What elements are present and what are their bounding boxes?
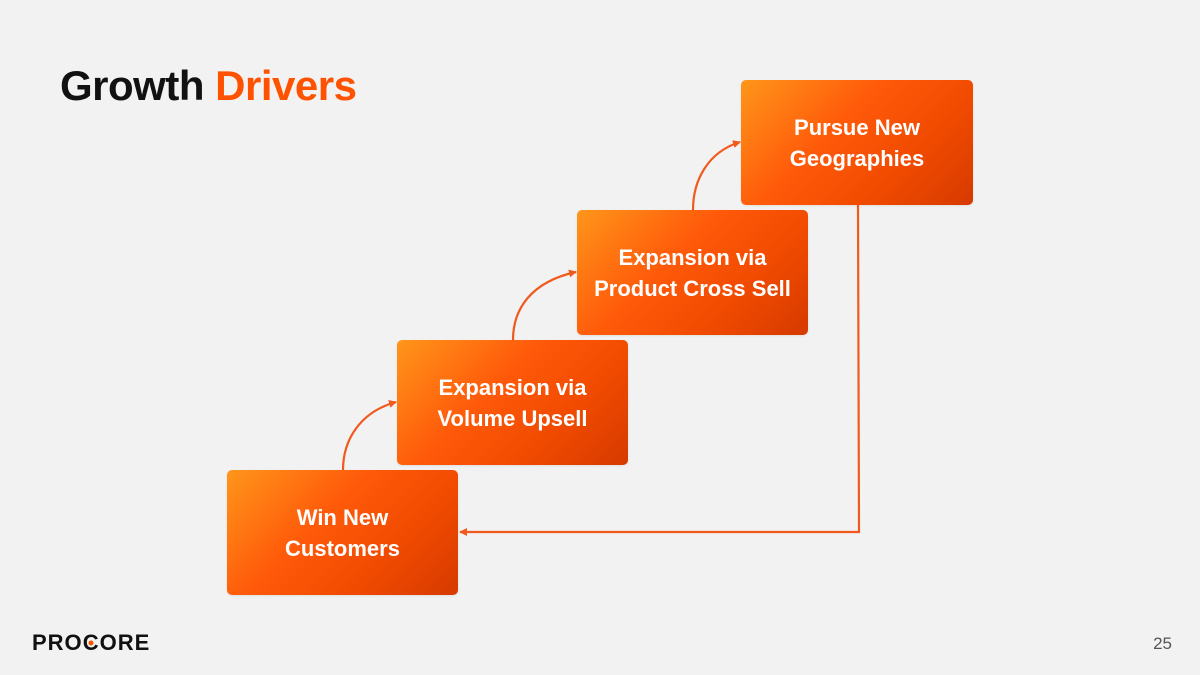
arrow-step3-to-step4 <box>691 140 741 211</box>
title-part-growth: Growth <box>60 62 204 109</box>
step-box-new-geographies: Pursue New Geographies <box>741 80 973 205</box>
step-box-volume-upsell: Expansion via Volume Upsell <box>397 340 628 465</box>
logo-dot-letter: C <box>83 630 100 656</box>
step-box-product-cross-sell: Expansion via Product Cross Sell <box>577 210 808 335</box>
logo-text-part: ORE <box>99 630 151 655</box>
procore-logo: PROCORE <box>32 630 150 656</box>
step-label-line2: Product Cross Sell <box>594 275 791 301</box>
step-label-line2: Geographies <box>789 145 925 171</box>
step-label-line1: Expansion via <box>618 244 767 270</box>
arrow-step1-to-step2 <box>341 400 397 471</box>
logo-dot-icon <box>88 640 94 646</box>
logo-text-part: PRO <box>32 630 83 655</box>
page-title: Growth Drivers <box>60 58 357 114</box>
page-number: 25 <box>1153 634 1172 653</box>
arrow-step2-to-step3 <box>511 269 577 341</box>
step-label-line1: Win New <box>296 504 389 530</box>
step-label-line1: Pursue New <box>794 114 920 140</box>
step-label-line2: Customers <box>285 535 400 561</box>
step-box-win-new-customers: Win New Customers <box>227 470 458 595</box>
arrow-loop-back <box>459 204 861 536</box>
step-label-line1: Expansion via <box>438 374 587 400</box>
step-label-line2: Volume Upsell <box>437 405 588 431</box>
title-part-drivers: Drivers <box>215 62 357 109</box>
